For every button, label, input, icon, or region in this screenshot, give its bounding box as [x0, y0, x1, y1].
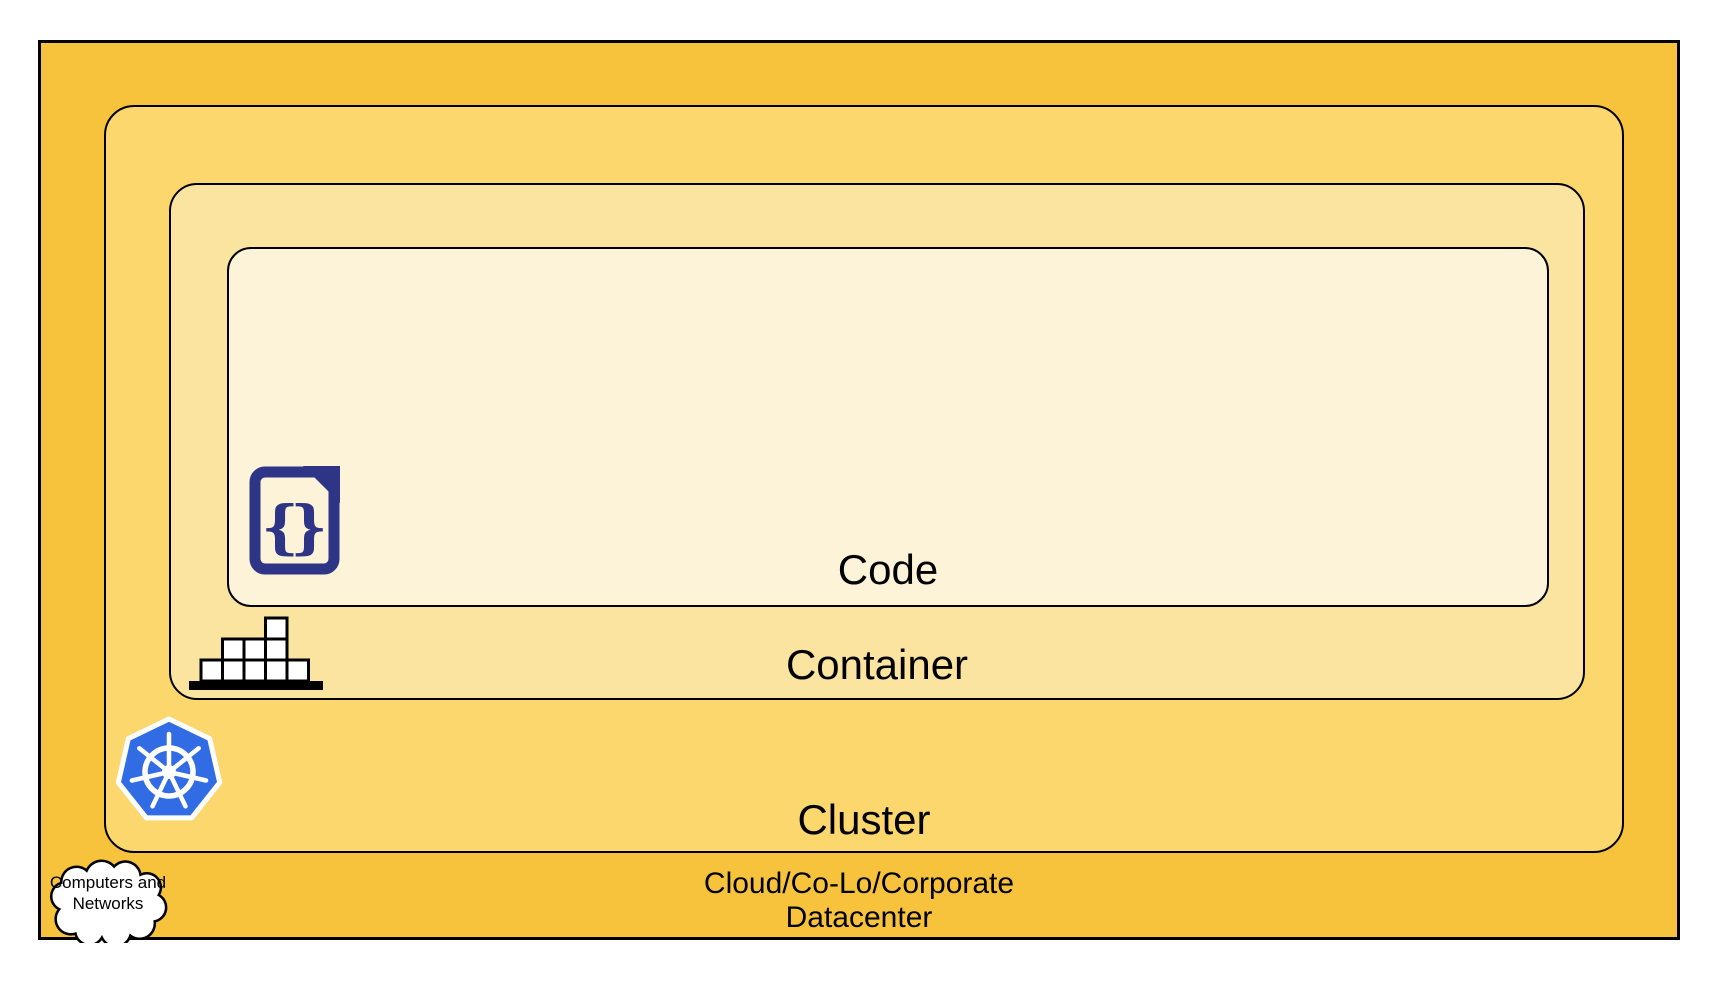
layer-cluster: { } Code: [104, 105, 1624, 853]
kubernetes-icon: [114, 715, 224, 827]
document-folded-corner: [303, 466, 340, 503]
cargo-boxes: [199, 616, 310, 683]
cloud-shape: [49, 859, 168, 943]
cloud-callout-text: Computers and Networks: [41, 872, 175, 914]
code-file-icon-svg: { }: [249, 466, 340, 575]
brace-left-glyph: {: [261, 493, 298, 561]
datacenter-label-line1: Cloud/Co-Lo/Corporate: [703, 867, 1015, 900]
code-file-icon: { }: [247, 464, 342, 577]
container-label: Container: [785, 641, 969, 688]
layer-datacenter: { } Code: [38, 40, 1680, 943]
cloud-callout-line2: Networks: [72, 894, 144, 913]
layer-code: { } Code: [227, 247, 1549, 607]
container-stack-icon-svg: [189, 616, 323, 690]
container-stack-icon: [188, 613, 324, 691]
datacenter-label: Cloud/Co-Lo/Corporate Datacenter: [41, 867, 1677, 935]
cloud-callout-line1: Computers and: [49, 873, 167, 892]
cluster-label: Cluster: [797, 796, 931, 843]
document-outline: [249, 466, 340, 575]
layer-container: { } Code: [169, 183, 1585, 700]
deck-bar: [189, 681, 323, 690]
helm-hub: [162, 765, 176, 779]
cloud-icon-svg: [49, 859, 168, 943]
brace-right-glyph: }: [290, 493, 327, 561]
cloud-icon: Computers and Networks: [41, 846, 175, 943]
kubernetes-icon-svg: [115, 716, 223, 821]
datacenter-label-line2: Datacenter: [785, 901, 933, 934]
code-label: Code: [837, 546, 939, 593]
